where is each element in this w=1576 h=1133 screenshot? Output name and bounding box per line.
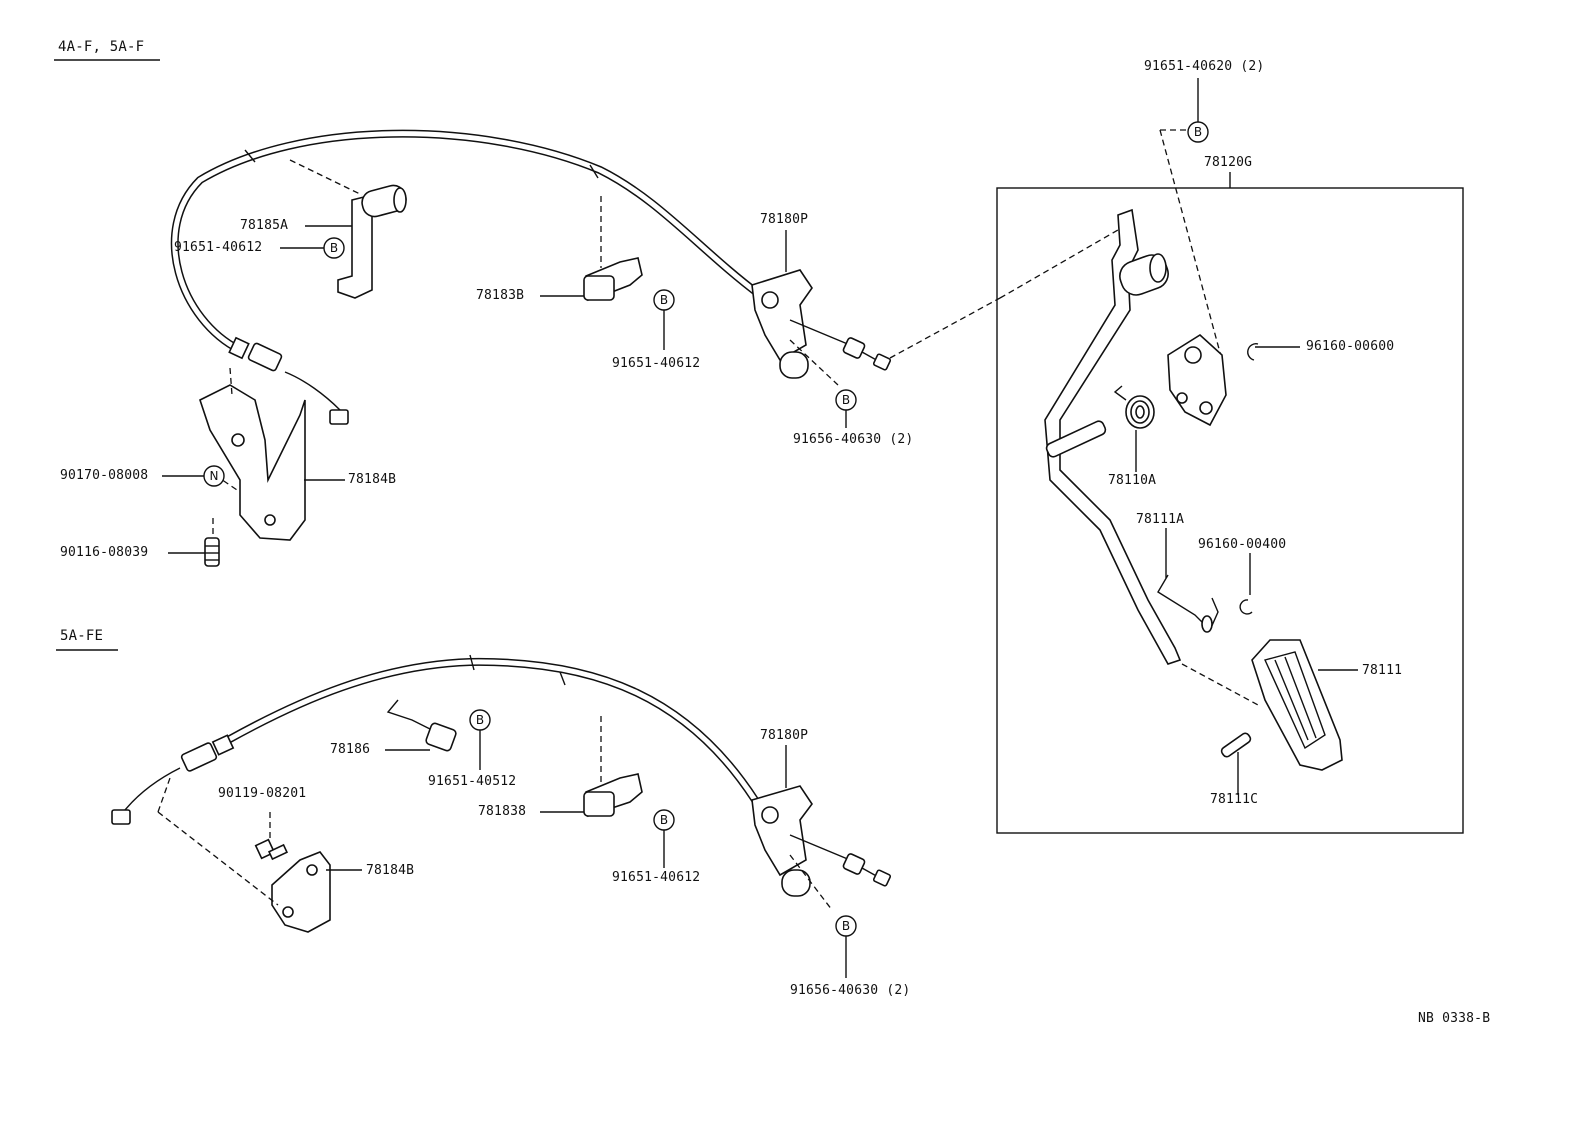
circle-b-3: B <box>835 389 857 411</box>
e-ring-96160-00400 <box>1239 599 1253 615</box>
label-78110A: 78110A <box>1108 473 1157 488</box>
pin-78111C <box>1220 732 1252 758</box>
label-91651-40612-a: 91651-40612 <box>174 240 263 255</box>
bolt-90119-08201 <box>254 838 289 861</box>
accelerator-pedal-arm <box>1044 208 1182 665</box>
section-title-5a-fe: 5A-FE <box>60 628 104 644</box>
svg-text:N: N <box>210 469 219 483</box>
label-78185A: 78185A <box>240 218 289 233</box>
section-title-4a-f-5a-f: 4A-F, 5A-F <box>58 39 145 55</box>
label-78180P-b: 78180P <box>760 728 809 743</box>
label-781838: 781838 <box>478 804 527 819</box>
bracket-78184B-upper <box>199 384 306 541</box>
label-91651-40512: 91651-40512 <box>428 774 517 789</box>
circle-b-6: B <box>653 809 675 831</box>
label-78183B: 78183B <box>476 288 525 303</box>
circle-b-2: B <box>653 289 675 311</box>
label-96160-00600: 96160-00600 <box>1306 339 1395 354</box>
label-78111: 78111 <box>1362 663 1403 678</box>
label-96160-00400: 96160-00400 <box>1198 537 1287 552</box>
pedal-assembly-box <box>996 187 1464 834</box>
svg-text:B: B <box>476 713 484 727</box>
circle-b-4: B <box>1187 121 1209 143</box>
label-78111C: 78111C <box>1210 792 1259 807</box>
clip-78183B <box>583 257 643 302</box>
svg-text:B: B <box>330 241 338 255</box>
pedal-bracket-plate <box>1167 334 1227 427</box>
svg-text:B: B <box>660 293 668 307</box>
circle-n-1: N <box>203 465 225 487</box>
circle-b-1: B <box>323 237 345 259</box>
label-91656-40630-a: 91656-40630 (2) <box>793 432 914 447</box>
bracket-78184B-lower <box>271 851 331 933</box>
upper-throttle-cable <box>170 129 764 354</box>
svg-text:B: B <box>1194 125 1202 139</box>
lower-throttle-cable <box>224 654 759 804</box>
bracket-78180P-lower <box>751 785 892 897</box>
bolt-90116-08039 <box>204 537 220 567</box>
spring-78111A <box>1157 574 1219 633</box>
clamp-78186 <box>386 699 457 752</box>
clamp-78185A <box>337 184 407 299</box>
clip-781838 <box>583 773 643 818</box>
circle-b-5: B <box>469 709 491 731</box>
upper-cable-end-fitting <box>228 336 349 425</box>
label-91651-40620: 91651-40620 (2) <box>1144 59 1265 74</box>
e-ring-96160-00600 <box>1247 343 1259 361</box>
pedal-pad-78111 <box>1251 639 1343 771</box>
label-78180P-a: 78180P <box>760 212 809 227</box>
label-78184B-b: 78184B <box>366 863 415 878</box>
label-91656-40630-b: 91656-40630 (2) <box>790 983 911 998</box>
label-91651-40612-c: 91651-40612 <box>612 870 701 885</box>
label-90119-08201: 90119-08201 <box>218 786 307 801</box>
svg-text:B: B <box>842 393 850 407</box>
svg-text:B: B <box>842 919 850 933</box>
spring-78110A <box>1113 385 1155 429</box>
diagram-code: NB 0338-B <box>1418 1011 1491 1026</box>
bracket-78180P-upper <box>751 269 892 379</box>
label-91651-40612-b: 91651-40612 <box>612 356 701 371</box>
label-78120G: 78120G <box>1204 155 1253 170</box>
label-78111A: 78111A <box>1136 512 1185 527</box>
label-90170-08008: 90170-08008 <box>60 468 149 483</box>
label-90116-08039: 90116-08039 <box>60 545 149 560</box>
svg-text:B: B <box>660 813 668 827</box>
label-78184B-a: 78184B <box>348 472 397 487</box>
lower-cable-end-fitting <box>111 734 235 825</box>
circle-b-7: B <box>835 915 857 937</box>
label-78186: 78186 <box>330 742 371 757</box>
